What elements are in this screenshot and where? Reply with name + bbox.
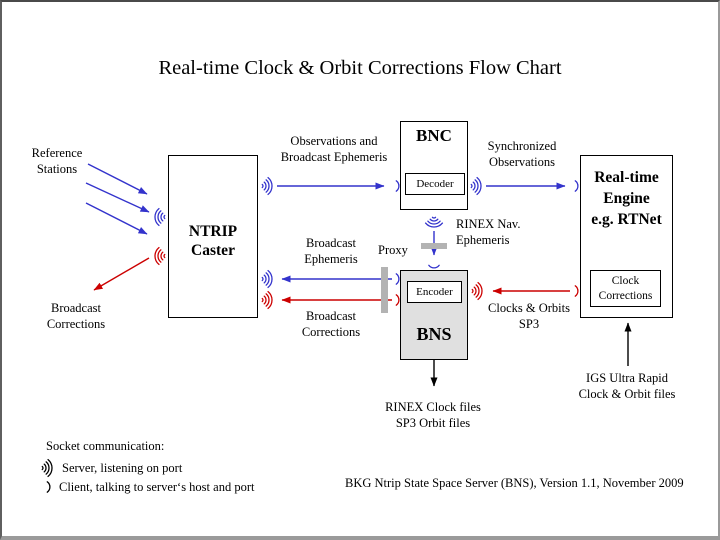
legend-client-row: Client, talking to server‘s host and por…	[44, 478, 254, 496]
client-socket-icon	[428, 264, 440, 269]
rinex-nav-ephemeris-label: RINEX Nav. Ephemeris	[456, 217, 521, 247]
client-socket-icon	[395, 294, 400, 306]
legend-heading: Socket communication:	[46, 439, 165, 453]
caster-observations-server-port-icon	[154, 207, 166, 227]
ntrip-caster-box: NTRIP Caster	[168, 155, 258, 318]
proxy-bar-horizontal	[421, 243, 447, 249]
proxy-label: Proxy	[378, 243, 408, 257]
server-socket-icon	[41, 458, 53, 478]
caster-corrections-server-port-icon	[154, 246, 166, 266]
broadcast-ephemeris-label: Broadcast Ephemeris	[304, 236, 358, 266]
legend-client-text: Client, talking to server‘s host and por…	[59, 479, 255, 494]
server-port-icon	[424, 216, 444, 228]
observations-broadcast-ephemeris-label: Observations and Broadcast Ephemeris	[280, 134, 388, 164]
client-socket-icon	[574, 180, 579, 192]
proxy-bar-vertical	[381, 267, 388, 313]
bnc-label: BNC	[416, 126, 452, 145]
client-socket-icon	[574, 285, 579, 297]
bns-label: BNS	[416, 324, 452, 344]
broadcast-corrections-left-label: Broadcast Corrections	[46, 301, 106, 331]
client-socket-icon	[395, 180, 400, 192]
engine-to-bns-link	[471, 281, 579, 301]
server-port-icon	[261, 269, 273, 289]
server-port-icon	[471, 281, 483, 301]
server-port-icon	[261, 290, 273, 310]
reference-stations-label: Reference Stations	[31, 146, 83, 176]
legend-server-row: Server, listening on port	[39, 457, 182, 479]
bns-to-caster-ephemeris-link	[261, 269, 400, 289]
realtime-engine-box: Real-time Engine e.g. RTNet Clock Correc…	[580, 155, 673, 318]
client-socket-icon	[395, 273, 400, 285]
ntrip-caster-label: NTRIP Caster	[188, 223, 238, 259]
client-socket-icon	[46, 481, 51, 493]
broadcast-corrections-out-arrow	[93, 257, 150, 291]
rinex-clock-files-label: RINEX Clock files SP3 Orbit files	[385, 400, 481, 430]
legend-server-text: Server, listening on port	[62, 460, 183, 475]
bns-to-caster-corrections-link	[261, 290, 400, 310]
caster-to-bnc-link	[261, 176, 400, 196]
clocks-orbits-sp3-label: Clocks & Orbits SP3	[488, 301, 570, 331]
server-port-icon	[470, 176, 482, 196]
encoder-box: Encoder	[407, 281, 462, 303]
server-port-icon	[261, 176, 273, 196]
reference-station-arrows	[85, 163, 150, 235]
decoder-box: Decoder	[405, 173, 465, 195]
igs-ultra-rapid-label: IGS Ultra Rapid Clock & Orbit files	[578, 371, 676, 401]
synchronized-observations-label: Synchronized Observations	[487, 139, 557, 169]
bns-box: Encoder BNS	[400, 270, 468, 360]
page-title: Real-time Clock & Orbit Corrections Flow…	[158, 57, 562, 79]
realtime-engine-label: Real-time Engine e.g. RTNet	[591, 169, 662, 228]
bnc-to-bns-link	[424, 216, 444, 269]
footer-caption: BKG Ntrip State Space Server (BNS), Vers…	[345, 476, 684, 490]
broadcast-corrections-mid-label: Broadcast Corrections	[301, 309, 361, 339]
bnc-box: BNC Decoder	[400, 121, 468, 210]
bnc-to-engine-link	[470, 176, 579, 196]
clock-corrections-box: Clock Corrections	[590, 270, 661, 307]
